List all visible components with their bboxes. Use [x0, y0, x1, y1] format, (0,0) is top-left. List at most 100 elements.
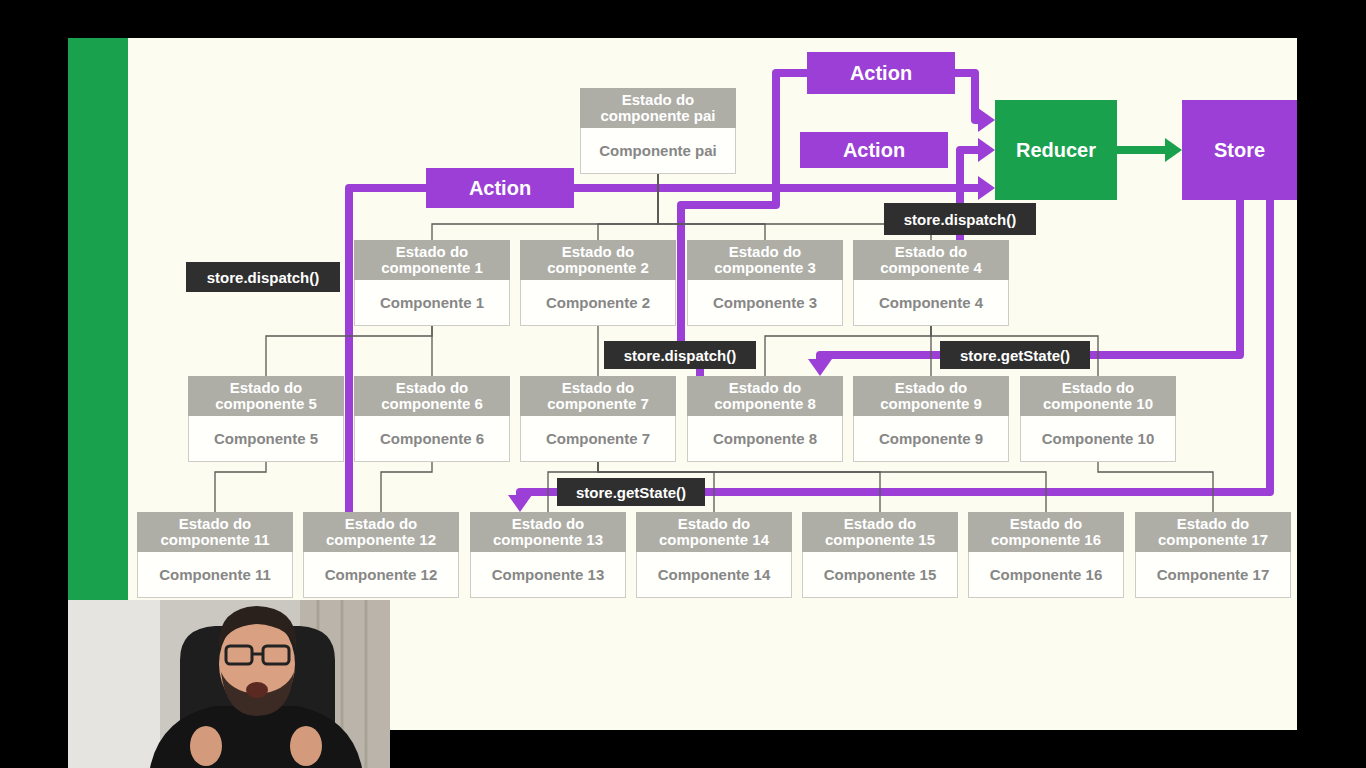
- component-name: Componente 1: [380, 294, 484, 311]
- component-box: Estado do componente 1 Componente 1: [354, 240, 510, 326]
- component-box: Estado do componente 11 Componente 11: [137, 512, 293, 598]
- box-label: Action: [469, 177, 531, 200]
- webcam-picture: [68, 600, 390, 768]
- flow-arrow: [1117, 146, 1166, 154]
- state-title: Estado do componente 13: [474, 516, 622, 548]
- component-name: Componente 13: [492, 566, 605, 583]
- state-title: Estado do componente 16: [972, 516, 1120, 548]
- state-title: Estado do componente 6: [358, 380, 506, 412]
- state-title: Estado do componente 1: [358, 244, 506, 276]
- component-box: Estado do componente 16 Componente 16: [968, 512, 1124, 598]
- state-title: Estado do componente 10: [1024, 380, 1172, 412]
- box-label: Store: [1214, 139, 1265, 162]
- state-title: Estado do componente 5: [192, 380, 340, 412]
- state-band: Estado do componente 10: [1020, 376, 1176, 416]
- component-box: Estado do componente 3 Componente 3: [687, 240, 843, 326]
- state-band: Estado do componente 6: [354, 376, 510, 416]
- component-body: Componente 16: [968, 552, 1124, 598]
- method-label-box: store.getState(): [557, 478, 705, 506]
- box-label: store.getState(): [960, 347, 1070, 364]
- component-box: Estado do componente 13 Componente 13: [470, 512, 626, 598]
- component-name: Componente 17: [1157, 566, 1270, 583]
- component-body: Componente 14: [636, 552, 792, 598]
- box-label: store.dispatch(): [624, 347, 737, 364]
- tree-line: [381, 462, 432, 512]
- box-label: Reducer: [1016, 139, 1096, 162]
- state-band: Estado do componente 17: [1135, 512, 1291, 552]
- method-label-box: store.dispatch(): [186, 262, 340, 292]
- tree-line: [765, 326, 931, 376]
- state-band: Estado do componente pai: [580, 88, 736, 128]
- component-body: Componente 11: [137, 552, 293, 598]
- component-name: Componente 12: [325, 566, 438, 583]
- component-name: Componente 2: [546, 294, 650, 311]
- box-label: store.dispatch(): [207, 269, 320, 286]
- box-label: store.getState(): [576, 484, 686, 501]
- component-body: Componente 6: [354, 416, 510, 462]
- state-title: Estado do componente 12: [307, 516, 455, 548]
- component-box: Estado do componente 7Componente 7: [520, 376, 676, 462]
- box-label: store.dispatch(): [904, 211, 1017, 228]
- tree-line: [266, 326, 432, 376]
- component-name: Componente 3: [713, 294, 817, 311]
- component-body: Componente 1: [354, 280, 510, 326]
- component-name: Componente 11: [159, 566, 271, 583]
- state-title: Estado do componente 3: [691, 244, 839, 276]
- tree-line: [1098, 462, 1213, 512]
- component-body: Componente 4: [853, 280, 1009, 326]
- component-box: Estado do componente 14Componente 14: [636, 512, 792, 598]
- component-body: Componente 17: [1135, 552, 1291, 598]
- state-band: Estado do componente 3: [687, 240, 843, 280]
- store-box: Store: [1182, 100, 1297, 200]
- state-band: Estado do componente 5: [188, 376, 344, 416]
- component-box: Estado do componente 5 Componente 5: [188, 376, 344, 462]
- arrow-head: [508, 495, 532, 512]
- component-box: Estado do componente 9 Componente 9: [853, 376, 1009, 462]
- component-box: Estado do componente 17 Componente 17: [1135, 512, 1291, 598]
- component-name: Componente 15: [824, 566, 937, 583]
- component-name: Componente 6: [380, 430, 484, 447]
- state-title: Estado do componente pai: [584, 92, 732, 124]
- tree-line: [658, 174, 765, 240]
- component-name: Componente 10: [1042, 430, 1155, 447]
- component-name: Componente 5: [214, 430, 318, 447]
- box-label: Action: [843, 139, 905, 162]
- state-title: Estado do componente 4: [857, 244, 1005, 276]
- action-box: Action: [426, 168, 574, 208]
- component-body: Componente 7: [520, 416, 676, 462]
- state-band: Estado do componente 16: [968, 512, 1124, 552]
- component-name: Componente 4: [879, 294, 983, 311]
- box-label: Action: [850, 62, 912, 85]
- state-band: Estado do componente 2: [520, 240, 676, 280]
- component-body: Componente 2: [520, 280, 676, 326]
- state-band: Estado do componente 13: [470, 512, 626, 552]
- method-label-box: store.getState(): [940, 341, 1090, 369]
- component-body: Componente 8: [687, 416, 843, 462]
- state-title: Estado do componente 9: [857, 380, 1005, 412]
- component-body: Componente 10: [1020, 416, 1176, 462]
- component-box: Estado do componente paiComponente pai: [580, 88, 736, 174]
- state-title: Estado do componente 11: [141, 516, 289, 548]
- component-box: Estado do componente 15 Componente 15: [802, 512, 958, 598]
- component-body: Componente 9: [853, 416, 1009, 462]
- component-name: Componente 14: [658, 566, 771, 583]
- state-band: Estado do componente 4: [853, 240, 1009, 280]
- tree-line: [598, 174, 658, 240]
- arrow-head: [978, 138, 995, 162]
- component-name: Componente 16: [990, 566, 1103, 583]
- action-box: Action: [807, 52, 955, 94]
- arrow-head: [808, 359, 832, 376]
- reducer-box: Reducer: [995, 100, 1117, 200]
- arrow-head: [978, 108, 995, 132]
- action-box: Action: [800, 132, 948, 168]
- state-band: Estado do componente 1: [354, 240, 510, 280]
- state-title: Estado do componente 15: [806, 516, 954, 548]
- component-name: Componente 8: [713, 430, 817, 447]
- flow-arrow: [349, 188, 979, 512]
- method-label-box: store.dispatch(): [604, 341, 756, 369]
- component-box: Estado do componente 10 Componente 10: [1020, 376, 1176, 462]
- component-body: Componente 3: [687, 280, 843, 326]
- state-title: Estado do componente 8: [691, 380, 839, 412]
- component-body: Componente 13: [470, 552, 626, 598]
